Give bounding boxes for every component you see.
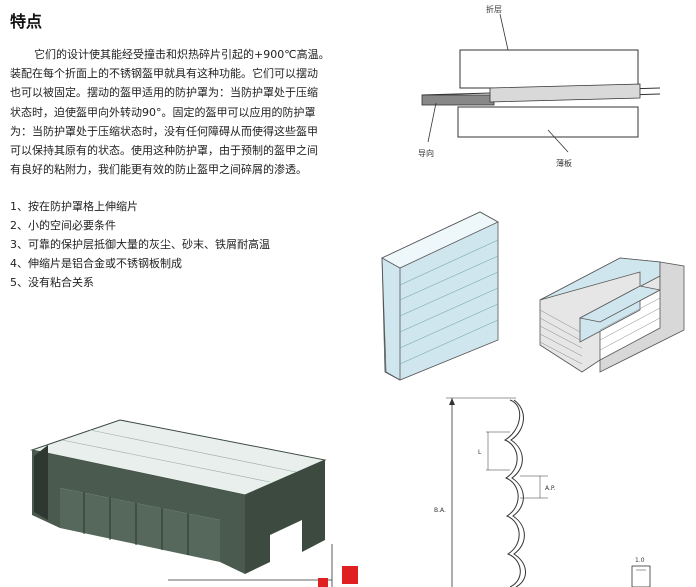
- page-title: 特点: [10, 12, 43, 31]
- fold-label: 折层: [486, 4, 502, 14]
- guide-label: 导向: [418, 148, 434, 158]
- paragraph-line: 装配在每个折面上的不锈钢盔甲就具有这种功能。它们可以摆动: [10, 67, 318, 81]
- list-item: 2、小的空间必要条件: [10, 219, 116, 232]
- paragraph-line: 为：当防护罩处于压缩状态时，没有任何障碍从而使得这些盔甲: [10, 124, 318, 138]
- dim-l-label: L: [478, 449, 482, 456]
- list-item: 3、可靠的保护层抵御大量的灰尘、砂末、铁屑耐高温: [10, 238, 270, 251]
- telescopic-cover-illustration: [30, 419, 327, 574]
- paragraph-line: 状态时，迫使盔甲向外转动90°。固定的盔甲可以应用的防护罩: [10, 105, 316, 119]
- pleated-panel-illustration: [381, 211, 499, 381]
- list-item: 4、伸缩片是铝合金或不锈钢板制成: [10, 257, 182, 270]
- paragraph-line: 也可以被固定。摆动的盔甲适用的防护罩为：当防护罩处于压缩: [10, 86, 318, 100]
- list-item: 5、没有粘合关系: [10, 276, 94, 289]
- plate-label: 薄板: [556, 158, 572, 168]
- description-paragraph: 它们的设计使其能经受撞击和炽热碎片引起的+900℃高温。 装配在每个折面上的不锈…: [10, 45, 362, 179]
- dim-small-label: 1.0: [635, 557, 645, 564]
- paragraph-line: 有良好的粘附力，我们能更有效的防止盔甲之间碎屑的渗透。: [10, 163, 307, 177]
- dim-ap-label: A.P.: [545, 485, 556, 492]
- red-marker: [168, 544, 358, 587]
- dim-ba-label: B.A.: [434, 507, 446, 514]
- paragraph-line: 它们的设计使其能经受撞击和炽热碎片引起的+900℃高温。: [34, 48, 330, 61]
- dimension-diagram: B.A. L A.P. 1.0: [434, 397, 651, 587]
- cross-section-diagram: 折层 导向 薄板: [418, 4, 661, 168]
- paragraph-line: 可以保持其原有的状态。使用这种防护罩，由于预制的盔甲之间: [10, 144, 318, 158]
- u-shaped-cover-illustration: [539, 257, 685, 373]
- feature-list: 1、按在防护罩格上伸缩片 2、小的空间必要条件 3、可靠的保护层抵御大量的灰尘、…: [10, 197, 360, 292]
- list-item: 1、按在防护罩格上伸缩片: [10, 200, 138, 213]
